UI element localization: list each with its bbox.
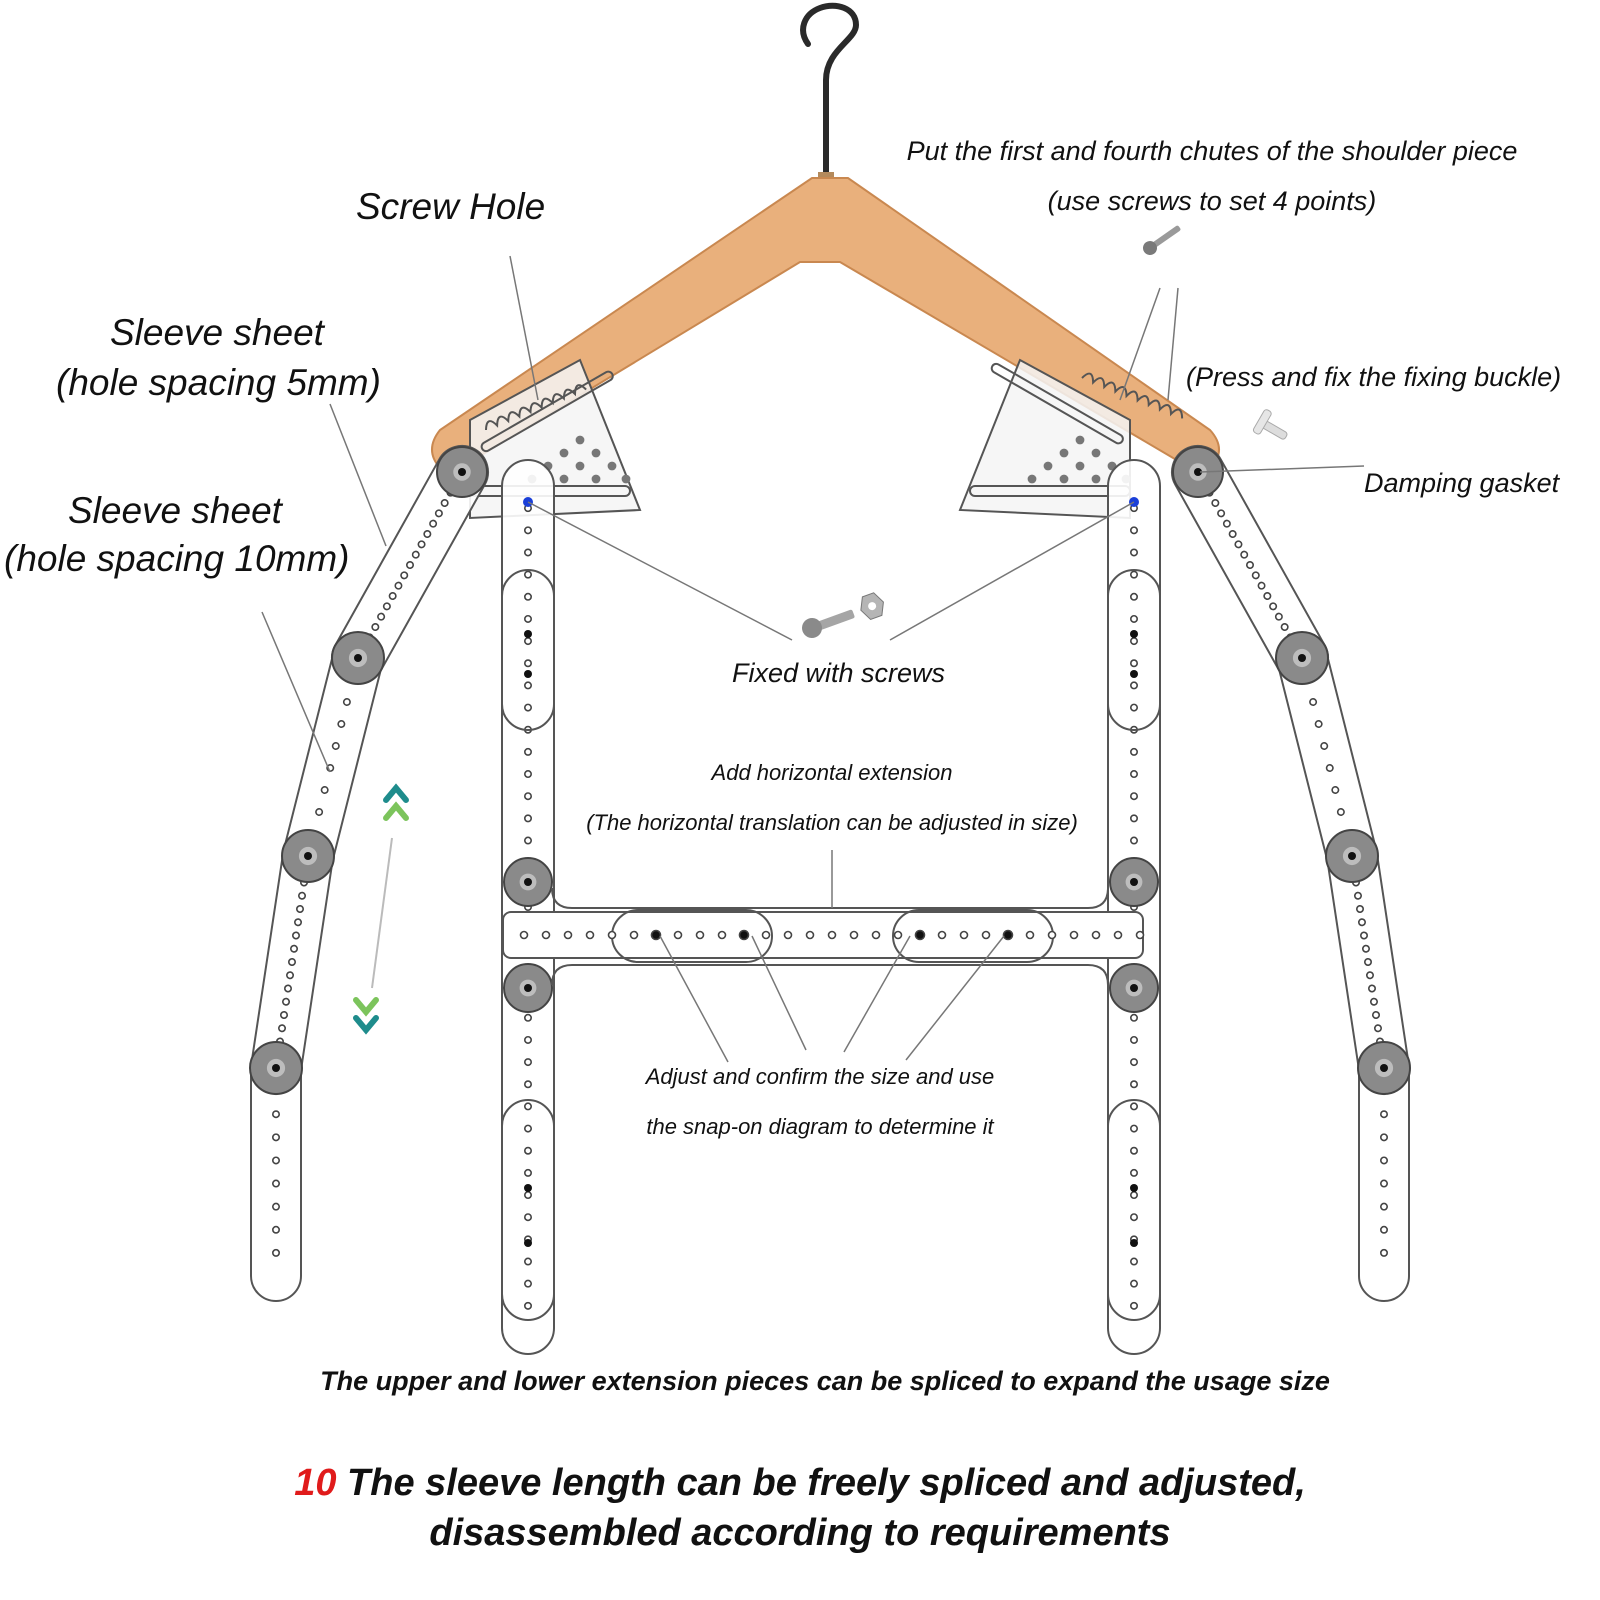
label-shoulder-line2: (use screws to set 4 points) — [1047, 186, 1377, 216]
label-sleeve10-title: Sleeve sheet — [68, 490, 282, 531]
label-splice-note: The upper and lower extension pieces can… — [320, 1366, 1330, 1396]
label-sleeve10-spacing: (hole spacing 10mm) — [4, 538, 350, 579]
horizontal-frame-top — [551, 887, 1109, 909]
left-elbow-joint-2 — [281, 829, 335, 883]
damping-joints — [249, 446, 1411, 1095]
right-sleeve-end — [1358, 1042, 1410, 1302]
label-fixed-screws: Fixed with screws — [732, 658, 946, 688]
right-wrist-joint — [1357, 1041, 1411, 1095]
label-damping-gasket: Damping gasket — [1364, 468, 1560, 498]
heading-number: 10 — [294, 1462, 337, 1504]
leader-lines — [261, 255, 1365, 1063]
double-chevron-up-icon — [383, 783, 409, 821]
label-horizontal-extension: Add horizontal extension — [711, 760, 953, 785]
horizontal-frame-bottom — [551, 964, 1109, 986]
label-snap-on: the snap-on diagram to determine it — [646, 1114, 994, 1139]
vertical-slider-3 — [1107, 1099, 1161, 1321]
left-wrist-joint — [249, 1041, 303, 1095]
left-screw-holes — [485, 384, 587, 431]
right-shoulder-joint — [1172, 446, 1224, 498]
right-upper-frame-joint — [1109, 857, 1159, 907]
left-lower-frame-joint — [503, 963, 553, 1013]
extension-strips — [250, 444, 1410, 1355]
vertical-slider-2 — [1107, 569, 1161, 731]
label-press-fix: (Press and fix the fixing buckle) — [1186, 362, 1562, 392]
label-horizontal-adjust: (The horizontal translation can be adjus… — [586, 810, 1078, 835]
label-sleeve5-title: Sleeve sheet — [110, 312, 324, 353]
left-sleeve-end — [250, 1042, 302, 1302]
left-sleeve-upper — [331, 444, 489, 686]
right-sleeve-lower — [1326, 830, 1410, 1094]
bolt-nut-icon — [802, 592, 884, 638]
right-lower-frame-joint — [1109, 963, 1159, 1013]
left-upper-frame-joint — [503, 857, 553, 907]
right-screw-holes — [1081, 372, 1184, 419]
right-elbow-joint-2 — [1325, 829, 1379, 883]
wooden-hanger — [431, 177, 1220, 470]
vertical-slider-1 — [501, 1099, 555, 1321]
left-shoulder-joint — [436, 446, 488, 498]
left-elbow-joint-1 — [331, 631, 385, 685]
fixing-buckle-icon — [1252, 409, 1288, 440]
screw-icon — [1143, 225, 1181, 255]
heading-line1: 10 The sleeve length can be freely splic… — [0, 1462, 1600, 1505]
label-screw-hole: Screw Hole — [356, 186, 546, 227]
double-chevron-down-icon — [353, 997, 379, 1035]
label-adjust-confirm: Adjust and confirm the size and use — [645, 1064, 995, 1089]
heading-line2: disassembled according to requirements — [429, 1512, 1171, 1554]
hanger-hook-icon — [800, 2, 860, 183]
right-elbow-joint-1 — [1275, 631, 1329, 685]
label-shoulder-line1: Put the first and fourth chutes of the s… — [906, 136, 1518, 166]
heading-text-1: The sleeve length can be freely spliced … — [347, 1462, 1306, 1504]
label-sleeve5-spacing: (hole spacing 5mm) — [56, 362, 381, 403]
vertical-slider-0 — [501, 569, 555, 731]
